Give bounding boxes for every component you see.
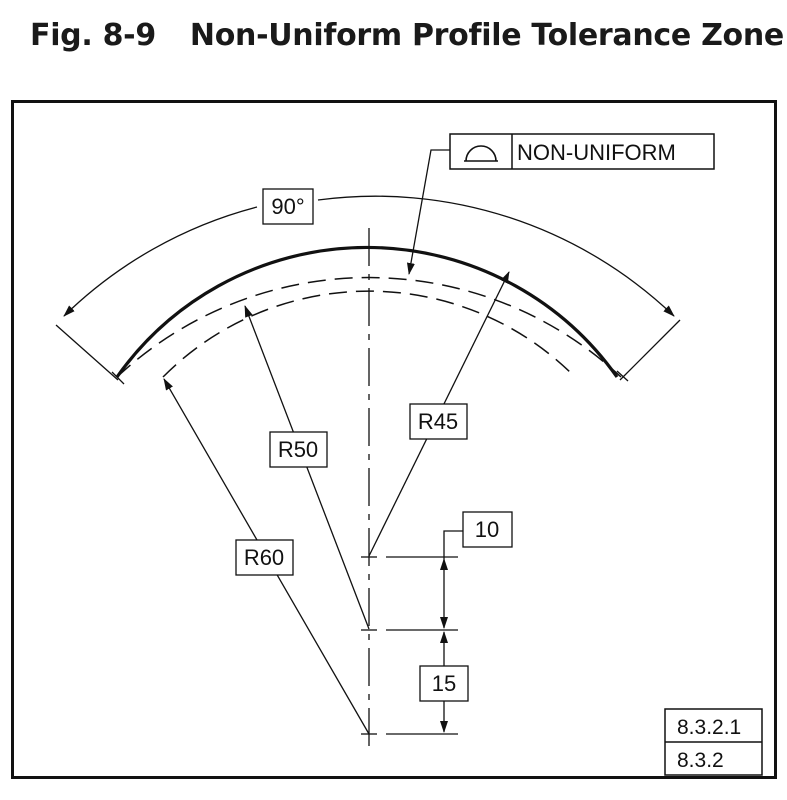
angle-label: 90° [271, 194, 304, 219]
left-end-line [111, 371, 125, 385]
offset-upper-label-box [462, 511, 513, 548]
r-inner-label: R45 [418, 409, 458, 434]
drawing-border [11, 100, 777, 779]
fcf-text: NON-UNIFORM [517, 140, 676, 165]
angle-dim-arc-left [63, 206, 258, 317]
figure-number: Fig. 8-9 [30, 18, 156, 53]
offset-upper-label: 10 [475, 517, 499, 542]
angle-ext-left [55, 324, 119, 381]
right-end-line [616, 370, 629, 382]
figure-caption: Non-Uniform Profile Tolerance Zone [189, 18, 784, 53]
inner-zone-boundary [162, 290, 576, 378]
r-outer-label: R60 [244, 545, 284, 570]
offset-lower-label: 15 [432, 671, 456, 696]
true-profile-arc [115, 245, 619, 378]
angle-label-box [262, 188, 314, 225]
r-true-label-box [269, 431, 328, 468]
reference-section-2: 8.3.2 [677, 749, 724, 772]
angle-ext-right [619, 319, 681, 381]
angle-dim-arc-right [317, 195, 675, 317]
offset-upper-leader [443, 530, 463, 559]
offset-lower-label-box [419, 665, 469, 702]
outer-zone-boundary [116, 276, 622, 378]
fcf-frame [449, 133, 715, 170]
r-inner-label-box [409, 403, 468, 440]
r-outer-label-box [235, 539, 294, 576]
profile-of-a-line-icon [464, 145, 498, 162]
r-true-label: R50 [278, 437, 318, 462]
fcf-leader [406, 149, 450, 275]
reference-section-1: 8.3.2.1 [677, 716, 741, 739]
figure-title: Fig. 8-9 Non-Uniform Profile Tolerance Zo… [30, 18, 784, 53]
